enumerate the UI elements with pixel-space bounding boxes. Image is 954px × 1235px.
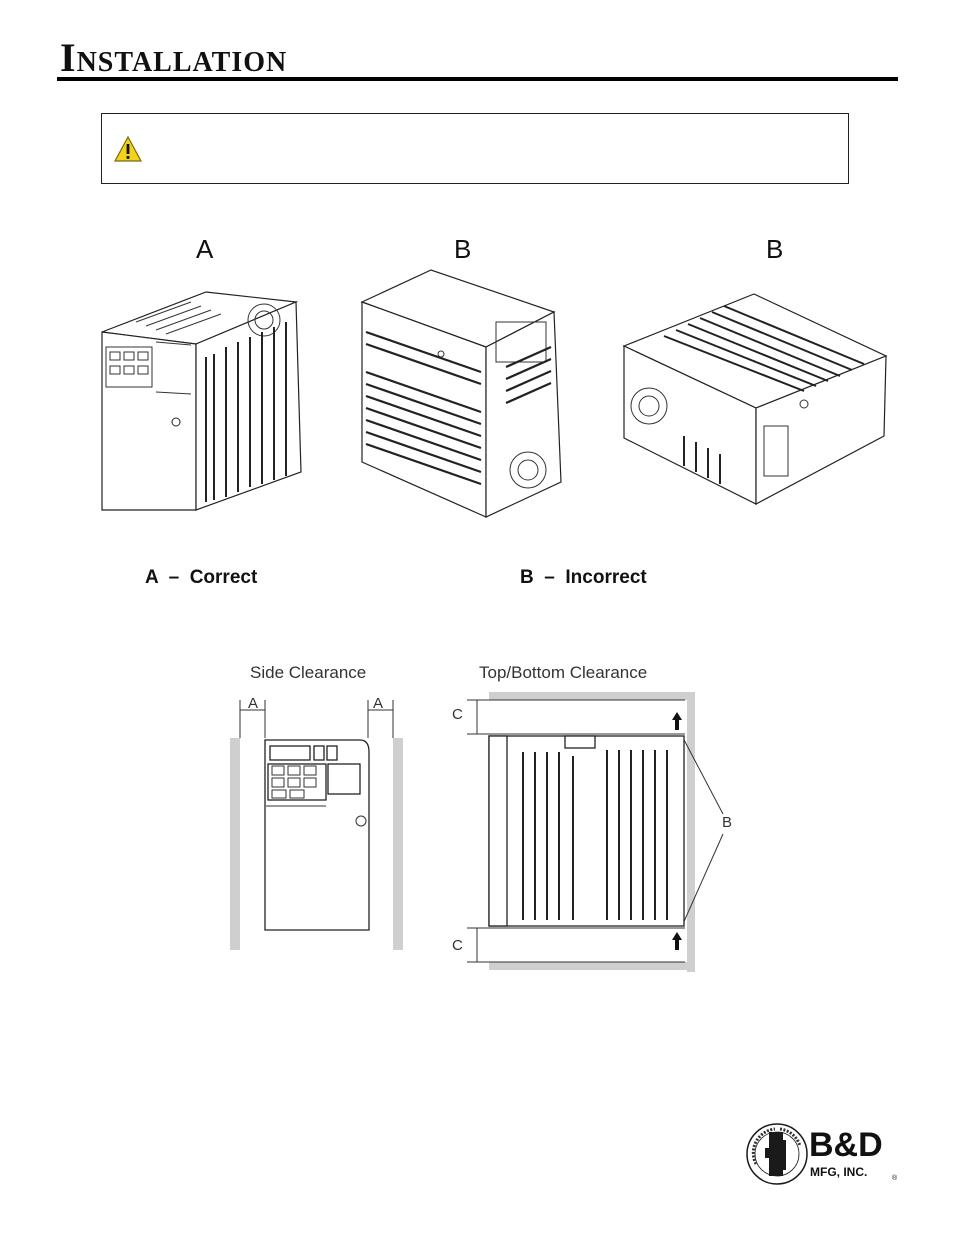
caption-incorrect: B – Incorrect: [520, 567, 647, 588]
caption-correct: A – Correct: [145, 567, 258, 588]
page-title: Installation: [60, 35, 288, 80]
drive-horizontal-illustration: [622, 293, 888, 505]
side-clearance-title: Side Clearance: [250, 663, 367, 682]
dim-b: B: [722, 814, 733, 831]
orientation-label-a: A: [196, 234, 214, 264]
svg-text:®: ®: [892, 1174, 898, 1182]
top-bottom-clearance-diagram: [467, 692, 724, 972]
bd-mfg-logo: B&D MFG, INC. ®: [746, 1123, 898, 1185]
svg-text:B&D: B&D: [809, 1126, 883, 1164]
orientation-label-b-1: B: [454, 234, 472, 264]
svg-text:MFG, INC.: MFG, INC.: [810, 1165, 867, 1179]
caution-box: [101, 113, 849, 184]
orientation-label-b-2: B: [766, 234, 784, 264]
dim-c-top: C: [452, 706, 463, 723]
dim-a-right: A: [373, 695, 384, 712]
drive-inverted-illustration: [360, 269, 562, 518]
title-underline: [57, 77, 898, 81]
warning-triangle-icon: [114, 136, 142, 162]
side-clearance-diagram: [230, 700, 403, 950]
top-bottom-clearance-title: Top/Bottom Clearance: [479, 663, 648, 682]
dim-a-left: A: [248, 695, 259, 712]
dim-c-bottom: C: [452, 937, 463, 954]
drive-upright-illustration: [101, 291, 302, 511]
